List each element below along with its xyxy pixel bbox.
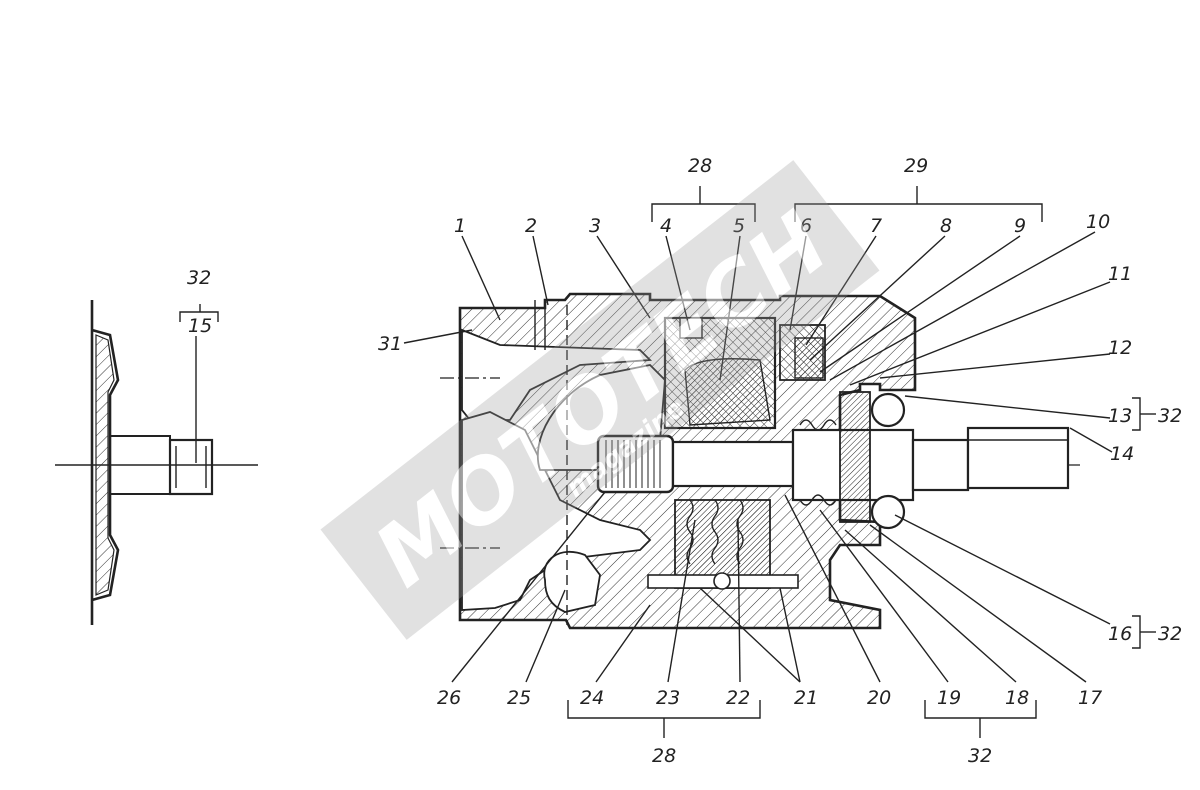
part-labels: 32 15 28 29 1 2 3 4 5 6 7 8 9 10 11 12 1… (187, 155, 1182, 767)
label-25: 25 (507, 687, 531, 709)
bracket-16 (1132, 615, 1141, 649)
label-20: 20 (867, 687, 891, 709)
label-19: 19 (937, 687, 961, 709)
spring-1 (686, 499, 694, 565)
label-22: 22 (726, 687, 750, 709)
label-14: 14 (1110, 443, 1134, 465)
shaft-drive-end (966, 426, 1070, 490)
label-3: 3 (589, 215, 601, 237)
main-shaft (596, 426, 1070, 502)
label-26: 26 (437, 687, 461, 709)
label-23: 23 (656, 687, 680, 709)
label-28-bottom: 28 (652, 745, 676, 767)
label-32-bottom: 32 (968, 745, 992, 767)
label-13: 13 (1108, 405, 1132, 427)
label-11: 11 (1108, 263, 1132, 285)
ball-bearing-16 (870, 494, 906, 530)
label-32-left: 32 (187, 267, 211, 289)
ball-bearing-13 (870, 392, 906, 428)
label-12: 12 (1108, 337, 1132, 359)
bracket-28-top (651, 203, 756, 222)
label-1: 1 (454, 215, 466, 237)
label-31: 31 (378, 333, 402, 355)
label-24: 24 (580, 687, 604, 709)
left-view-part-15 (55, 300, 258, 625)
label-32-right-upper: 32 (1158, 405, 1182, 427)
spring-2 (711, 499, 719, 565)
label-15: 15 (188, 315, 212, 337)
label-2: 2 (525, 215, 537, 237)
label-28-top: 28 (688, 155, 712, 177)
label-8: 8 (940, 215, 952, 237)
label-6: 6 (800, 215, 812, 237)
shaft-end (168, 438, 214, 496)
inlet-channel (461, 328, 653, 421)
label-17: 17 (1078, 687, 1102, 709)
watermark-band (320, 160, 880, 640)
label-9: 9 (1014, 215, 1026, 237)
bracket-13 (1132, 397, 1141, 431)
spring-3 (736, 499, 744, 565)
bearing-housing (839, 391, 871, 523)
label-18: 18 (1005, 687, 1029, 709)
label-32-right-lower: 32 (1158, 623, 1182, 645)
shaft-body (671, 440, 795, 488)
flange-section (95, 334, 115, 596)
label-29: 29 (904, 155, 928, 177)
bracket-32-left (179, 311, 219, 322)
label-10: 10 (1086, 211, 1110, 233)
leader-lines (403, 231, 1113, 683)
gear-teeth (684, 358, 771, 426)
label-7: 7 (870, 215, 882, 237)
label-5: 5 (733, 215, 745, 237)
gear-rotor (663, 316, 777, 430)
label-21: 21 (794, 687, 818, 709)
label-16: 16 (1108, 623, 1132, 645)
bracket-29 (794, 203, 1043, 222)
group-brackets (567, 186, 1156, 738)
label-4: 4 (660, 215, 672, 237)
outlet-channel (461, 411, 652, 611)
